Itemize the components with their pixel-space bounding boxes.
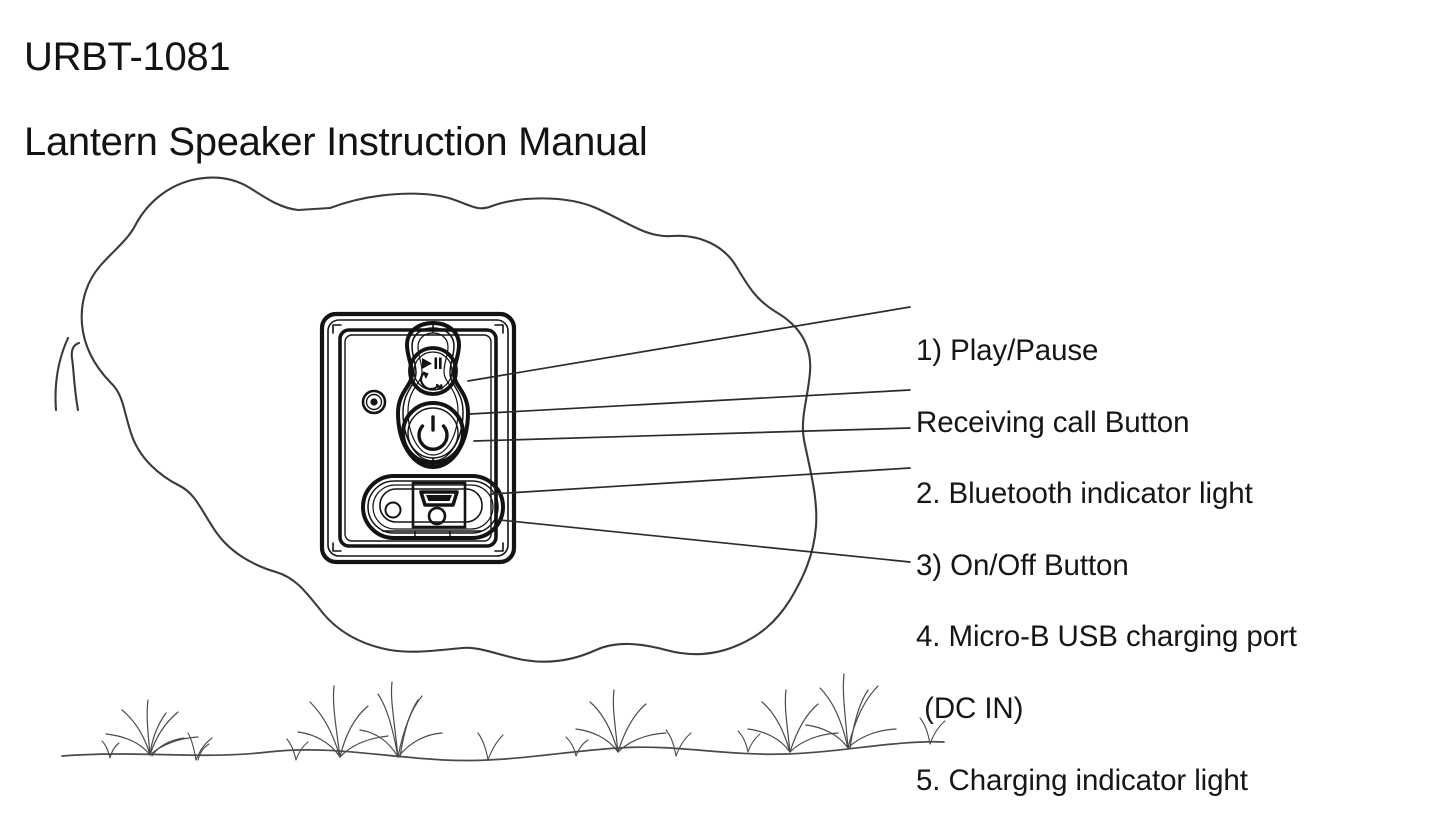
title-model: URBT-1081	[24, 34, 231, 79]
grass-tuft	[297, 685, 389, 758]
grass-sprig	[565, 736, 589, 757]
callout-5-charging-indicator: 5. Charging indicator light	[916, 763, 1248, 797]
title-subtitle: Lantern Speaker Instruction Manual	[24, 119, 648, 164]
leader-line-4	[491, 467, 911, 495]
micro-usb-port[interactable]	[411, 481, 467, 529]
play-pause-button[interactable]	[408, 346, 458, 396]
page-title: URBT-1081 Lantern Speaker Instruction Ma…	[24, 0, 648, 204]
grass-sprig	[286, 738, 309, 761]
power-button[interactable]	[401, 401, 465, 465]
ground-and-grass	[61, 673, 946, 762]
play-pause-icon	[422, 357, 442, 369]
callout-leader-lines	[467, 306, 911, 563]
grass-tuft	[359, 681, 443, 758]
leader-line-5	[499, 519, 911, 563]
leader-line-2	[469, 389, 911, 415]
callout-4-dc-in: (DC IN)	[916, 691, 1024, 725]
panel-inner-face	[338, 328, 498, 548]
grass-sprig	[477, 732, 504, 761]
grass-sprig	[919, 717, 946, 745]
grass-sprig	[665, 729, 692, 757]
grass-tuft	[575, 689, 667, 753]
grass-tuft	[805, 673, 897, 749]
grass-tuft	[105, 699, 199, 757]
control-panel	[319, 311, 517, 565]
power-symbol-icon	[417, 415, 449, 451]
lantern-speaker-diagram	[54, 176, 946, 762]
callout-label-list: 1) Play/Pause Receiving call Button 2. B…	[916, 297, 1448, 834]
leader-line-3	[473, 427, 911, 442]
callout-4-micro-usb-port: 4. Micro-B USB charging port	[916, 620, 1297, 654]
phone-handset-icon	[419, 371, 443, 391]
grass-sprig	[101, 740, 120, 759]
panel-corner-marks	[332, 324, 504, 552]
panel-outer-bezel	[319, 311, 517, 565]
callout-1-receiving-call: Receiving call Button	[916, 405, 1190, 439]
grass-tuft	[747, 689, 839, 753]
callout-1-play-pause: 1) Play/Pause	[916, 334, 1099, 367]
ground-line	[61, 740, 945, 762]
callout-2-bluetooth-indicator: 2. Bluetooth indicator light	[916, 477, 1253, 511]
leader-line-1	[467, 306, 911, 382]
manual-page: URBT-1081 Lantern Speaker Instruction Ma…	[24, 0, 1297, 797]
port-cover-stud	[384, 501, 402, 519]
panel-grille-lines	[382, 530, 482, 540]
callout-3-on-off-button: 3) On/Off Button	[916, 548, 1129, 582]
charging-port-recess	[361, 474, 505, 540]
grass-sprig	[187, 732, 213, 761]
lantern-body-outline	[54, 176, 818, 663]
grass-sprig	[737, 730, 761, 753]
charging-indicator-light	[427, 506, 447, 526]
bluetooth-indicator-light	[361, 389, 387, 415]
micro-usb-connector-icon	[419, 490, 459, 507]
